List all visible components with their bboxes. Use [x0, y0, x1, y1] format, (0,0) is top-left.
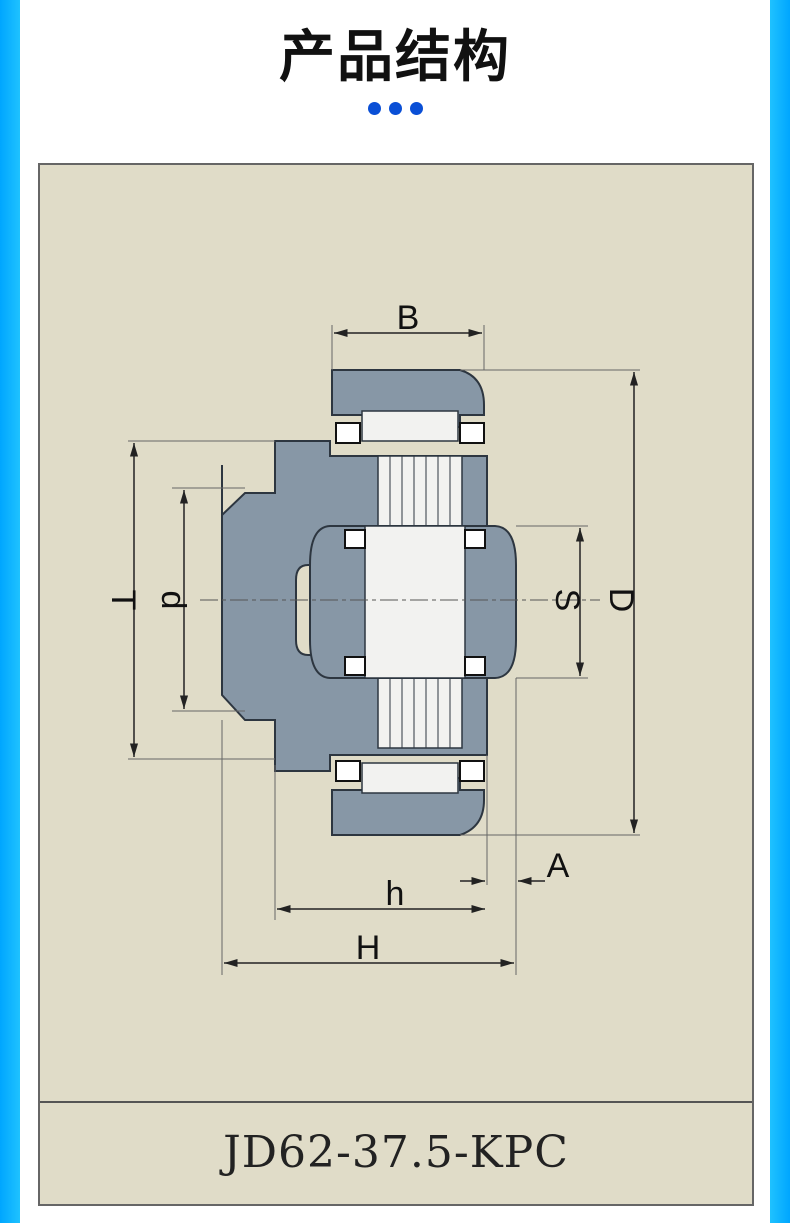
model-number: JD62-37.5-KPC: [223, 1127, 569, 1178]
seal-top-right: [459, 422, 485, 444]
dim-label-h-large: H: [356, 929, 381, 967]
outer-needle-row-top: [361, 410, 459, 442]
seal-bottom-left: [335, 760, 361, 782]
dim-label-d-small: d: [154, 591, 192, 610]
inner-needle-bearing: [364, 525, 466, 679]
dot-2: [388, 102, 402, 115]
seal-bottom-right: [459, 760, 485, 782]
seal-inner-bl: [344, 656, 366, 676]
page-title: 产品结构: [279, 25, 511, 90]
title-dots: [0, 102, 790, 115]
seal-top-left: [335, 422, 361, 444]
bearing-diagram: B T d S D A h H: [40, 299, 752, 1103]
dim-label-s: S: [548, 589, 586, 612]
dim-label-a: A: [547, 847, 570, 885]
dim-label-t: T: [104, 590, 142, 611]
dot-3: [409, 102, 423, 115]
seal-inner-tl: [344, 529, 366, 549]
technical-drawing: B T d S D A h H JD62-37.5-KPC: [38, 163, 754, 1206]
outer-needle-row-bottom: [361, 762, 459, 794]
seal-inner-tr: [464, 529, 486, 549]
needle-cage-lower: [377, 677, 463, 749]
left-accent-bar: [0, 0, 20, 1223]
dim-label-b: B: [397, 299, 420, 337]
extension-lines: [128, 325, 640, 975]
dot-1: [367, 102, 381, 115]
seal-inner-br: [464, 656, 486, 676]
dim-label-h-small: h: [386, 875, 405, 913]
dim-label-d-large: D: [602, 588, 640, 613]
right-accent-bar: [770, 0, 790, 1223]
dimension-lines: [129, 328, 639, 968]
needle-cage-upper: [377, 455, 463, 527]
